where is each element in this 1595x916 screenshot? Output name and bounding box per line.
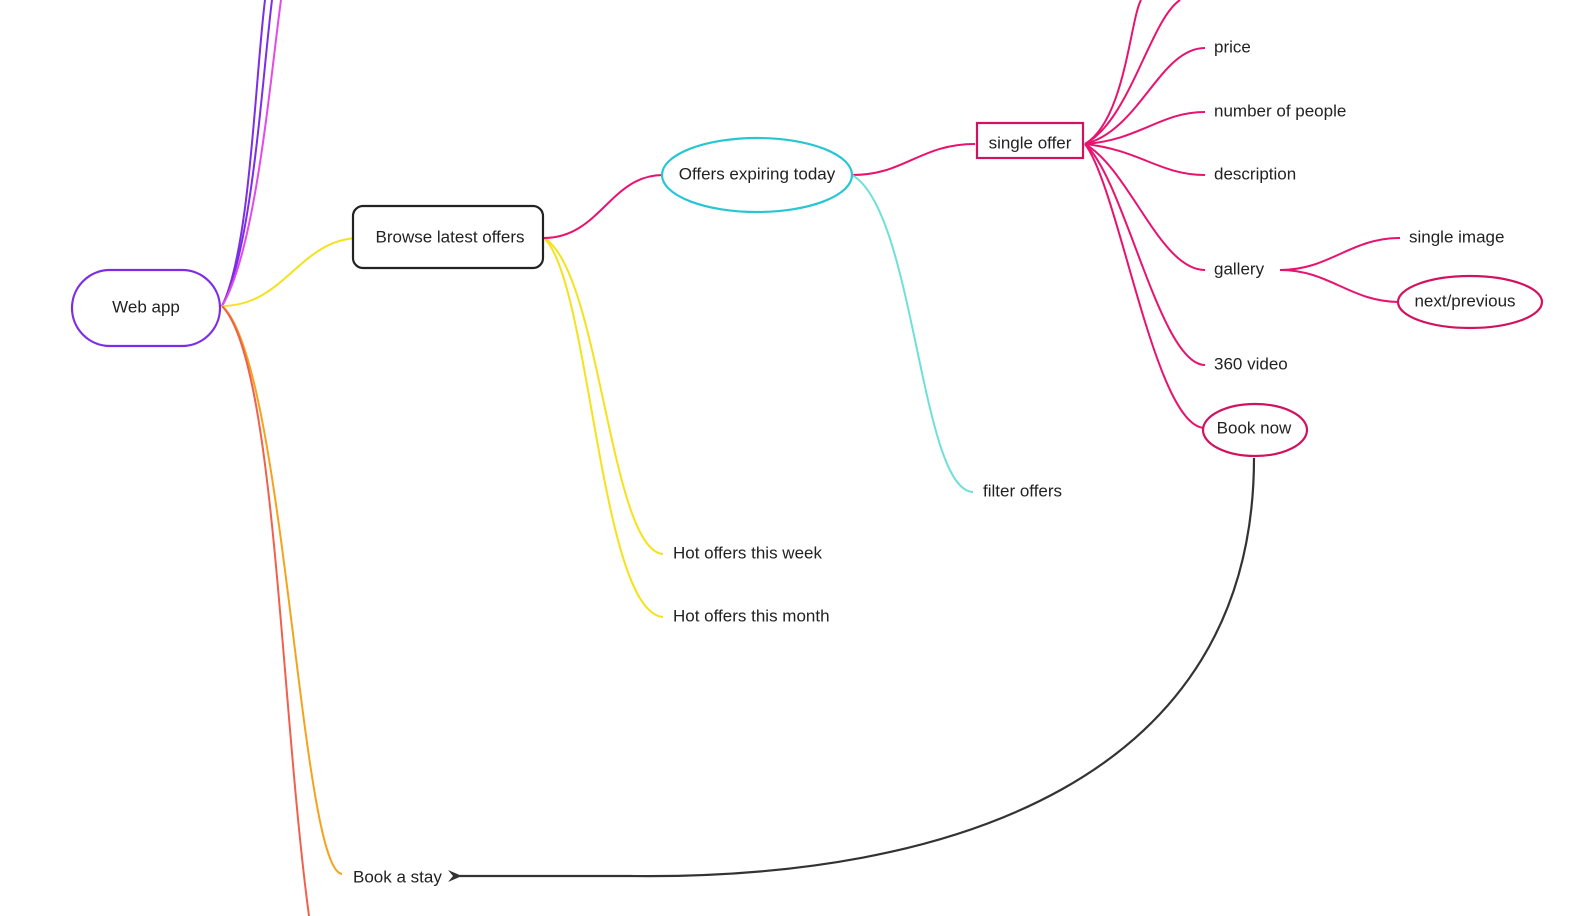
node-next-previous[interactable]: next/previous — [1414, 291, 1515, 310]
node-browse-shape[interactable] — [351, 204, 545, 270]
branch-root-up-3 — [221, 0, 282, 307]
node-expiring-shape[interactable] — [660, 136, 854, 214]
branch-gallery-next-previous — [1279, 269, 1401, 303]
connector-book-now-to-book-a-stay — [448, 457, 1256, 882]
node-hot-offers-week[interactable]: Hot offers this week — [673, 543, 822, 562]
node-single-offer[interactable]: single offer — [989, 133, 1072, 152]
node-book-a-stay[interactable]: Book a stay — [353, 867, 442, 886]
branch-single-gallery — [1084, 143, 1206, 271]
branch-root-book-a-stay — [221, 305, 343, 875]
node-browse-latest-offers[interactable]: Browse latest offers — [376, 227, 525, 246]
node-hot-offers-month[interactable]: Hot offers this month — [673, 606, 830, 625]
branch-single-people — [1084, 111, 1206, 145]
branch-gallery-single-image — [1279, 237, 1401, 271]
branch-single-360 — [1084, 143, 1206, 366]
branch-root-up-1 — [221, 0, 266, 307]
branch-expiring-filter — [851, 174, 974, 493]
node-single-offer-shape[interactable] — [975, 121, 1085, 160]
node-360-video[interactable]: 360 video — [1214, 354, 1288, 373]
node-filter-offers[interactable]: filter offers — [983, 481, 1062, 500]
branch-single-description — [1084, 143, 1206, 176]
branch-root-browse — [221, 237, 361, 307]
node-gallery[interactable]: gallery — [1214, 259, 1265, 278]
branch-single-offscreen-2 — [1084, 0, 1181, 145]
branch-single-price — [1084, 47, 1206, 145]
node-offers-expiring-today[interactable]: Offers expiring today — [679, 164, 836, 183]
branch-single-book-now — [1084, 143, 1206, 429]
branch-browse-hot-month — [543, 237, 664, 618]
node-price[interactable]: price — [1214, 37, 1251, 56]
branch-single-offscreen-1 — [1084, 0, 1142, 145]
node-web-app-shape[interactable] — [70, 268, 222, 348]
branch-root-down-offscreen — [221, 305, 310, 916]
node-single-image[interactable]: single image — [1409, 227, 1504, 246]
branch-browse-hot-week — [543, 237, 664, 555]
node-web-app[interactable]: Web app — [112, 297, 180, 316]
node-number-of-people[interactable]: number of people — [1214, 101, 1346, 120]
node-next-previous-shape[interactable] — [1396, 274, 1544, 330]
node-book-now-shape[interactable] — [1201, 402, 1309, 458]
branch-root-up-2 — [221, 0, 273, 307]
branch-expiring-single-offer — [851, 143, 976, 176]
node-book-now[interactable]: Book now — [1217, 418, 1292, 437]
node-description[interactable]: description — [1214, 164, 1296, 183]
branch-browse-expiring — [543, 174, 664, 239]
